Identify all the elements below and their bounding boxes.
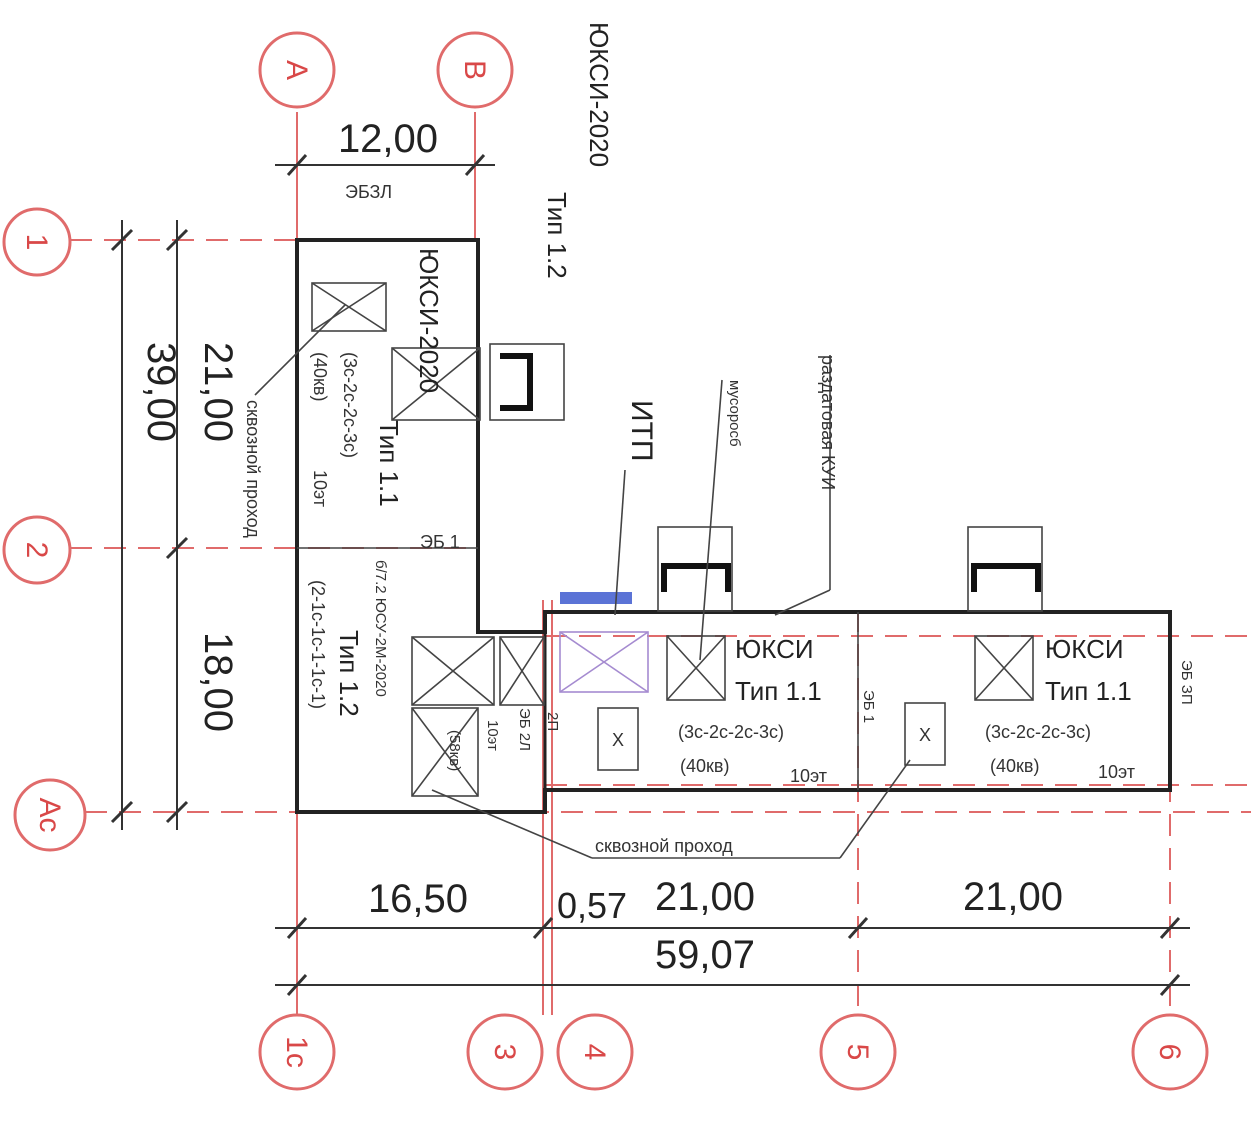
axis-bubble-ac: Ac (13, 778, 87, 852)
svg-text:B: B (458, 60, 491, 80)
label-eb1-b: ЭБ 1 (860, 690, 877, 723)
label-block2-name: ЮКСИ (735, 634, 814, 664)
svg-text:2: 2 (20, 542, 53, 559)
stair-cell-upper (311, 282, 387, 332)
label-block3-type: Тип 1.1 (1045, 676, 1132, 706)
label-block3-floors: 10эт (1098, 762, 1135, 782)
label-2p: 2П (544, 712, 561, 731)
label-top-section-name: ЮКСИ-2020 (584, 22, 614, 167)
label-block3-name: ЮКСИ (1045, 634, 1124, 664)
label-ebzl: ЭБЗЛ (345, 182, 392, 202)
axis-bubble-b: B (436, 31, 514, 109)
stair-cells: X X (311, 282, 1034, 797)
dimension-lines: 12,00 39,00 21,00 18,00 16,50 0,57 21,00… (110, 117, 1190, 997)
elevator-cell-2 (904, 702, 946, 766)
svg-text:A: A (280, 60, 313, 80)
label-mid-flats: (58кв) (446, 730, 463, 771)
dim-bottom-1: 16,50 (368, 877, 468, 921)
entrance-upper (489, 343, 565, 421)
label-lower-block-config: (2-1с-1с-1-1с-1) (308, 580, 328, 709)
label-block3-config: (3с-2с-2с-3с) (985, 722, 1091, 742)
axis-grid (70, 112, 1251, 1015)
itp-marker (560, 592, 632, 604)
entrance-block3 (967, 526, 1043, 612)
svg-text:3: 3 (488, 1044, 521, 1061)
dim-bottom-3: 21,00 (655, 875, 755, 919)
building-outline (295, 238, 1172, 814)
axis-bubble-3: 3 (466, 1013, 544, 1091)
svg-text:4: 4 (578, 1044, 611, 1061)
axis-bubble-a: A (258, 31, 336, 109)
svg-text:1: 1 (20, 234, 53, 251)
svg-text:5: 5 (841, 1044, 874, 1061)
axis-bubbles: A B 1 2 Ac 1c 3 4 (2, 31, 1209, 1091)
label-upper-block-flats: (40кв) (310, 352, 330, 401)
stair-cell-mid-1 (411, 636, 495, 706)
label-block2-config: (3с-2с-2с-3с) (678, 722, 784, 742)
label-upper-block-type: Тип 1.1 (374, 420, 404, 507)
svg-text:X: X (612, 730, 624, 750)
svg-text:X: X (919, 725, 931, 745)
dim-left-total: 39,00 (139, 342, 183, 442)
stair-cell-upper-2 (391, 347, 481, 421)
stair-cell-mid-2 (499, 636, 545, 706)
elevator-cell-1 (597, 707, 639, 771)
label-block2-flats: (40кв) (680, 756, 729, 776)
stair-cell-itp (559, 631, 649, 693)
label-eb2l: ЭБ 2Л (516, 708, 533, 751)
label-through-passage-bottom: сквозной проход (595, 836, 733, 856)
label-eb3p: ЭБ ЗП (1178, 660, 1195, 705)
stair-cell-block2 (666, 635, 726, 701)
dim-left-lower: 18,00 (196, 632, 240, 732)
label-through-passage-left: сквозной проход (243, 400, 263, 538)
label-kui: раздатовая КУИ (818, 355, 838, 490)
dim-bottom-total: 59,07 (655, 933, 755, 977)
stair-cell-mid-3 (411, 707, 479, 797)
label-upper-block-floors: 10эт (310, 470, 330, 507)
dim-bottom-2: 0,57 (557, 885, 627, 926)
label-itp: ИТП (625, 400, 658, 461)
label-upper-block-config: (3с-2с-2с-3с) (340, 352, 360, 458)
label-mid-floors: 10эт (484, 720, 501, 751)
axis-bubble-4: 4 (556, 1013, 634, 1091)
entrances (489, 343, 1043, 612)
dim-bottom-4: 21,00 (963, 875, 1063, 919)
axis-bubble-1c: 1c (258, 1013, 336, 1091)
label-block2-floors: 10эт (790, 766, 827, 786)
svg-text:6: 6 (1153, 1044, 1186, 1061)
axis-bubble-5: 5 (819, 1013, 897, 1091)
svg-text:Ac: Ac (33, 797, 66, 832)
label-waste: мусоросб (726, 380, 743, 447)
axis-bubble-2: 2 (2, 515, 72, 585)
label-lower-block-full: б/7.2 ЮСУ-2М-2020 (372, 560, 389, 697)
axis-bubble-6: 6 (1131, 1013, 1209, 1091)
entrance-block2 (657, 526, 733, 612)
stair-cell-block3 (974, 635, 1034, 701)
label-top-section-type: Тип 1.2 (542, 192, 572, 279)
label-block2-type: Тип 1.1 (735, 676, 822, 706)
label-lower-block-type: Тип 1.2 (334, 630, 364, 717)
label-block3-flats: (40кв) (990, 756, 1039, 776)
plan-labels: ЮКСИ-2020 Тип 1.2 ЭБЗЛ ЮКСИ-2020 Тип 1.1… (243, 22, 1195, 856)
leader-lines (254, 304, 911, 859)
dim-top-width: 12,00 (338, 117, 438, 161)
axis-bubble-1: 1 (2, 207, 72, 277)
dim-left-upper: 21,00 (196, 342, 240, 442)
label-eb1-a: ЭБ 1 (420, 532, 460, 552)
svg-text:1c: 1c (280, 1036, 313, 1068)
label-upper-block-name: ЮКСИ-2020 (414, 248, 444, 393)
